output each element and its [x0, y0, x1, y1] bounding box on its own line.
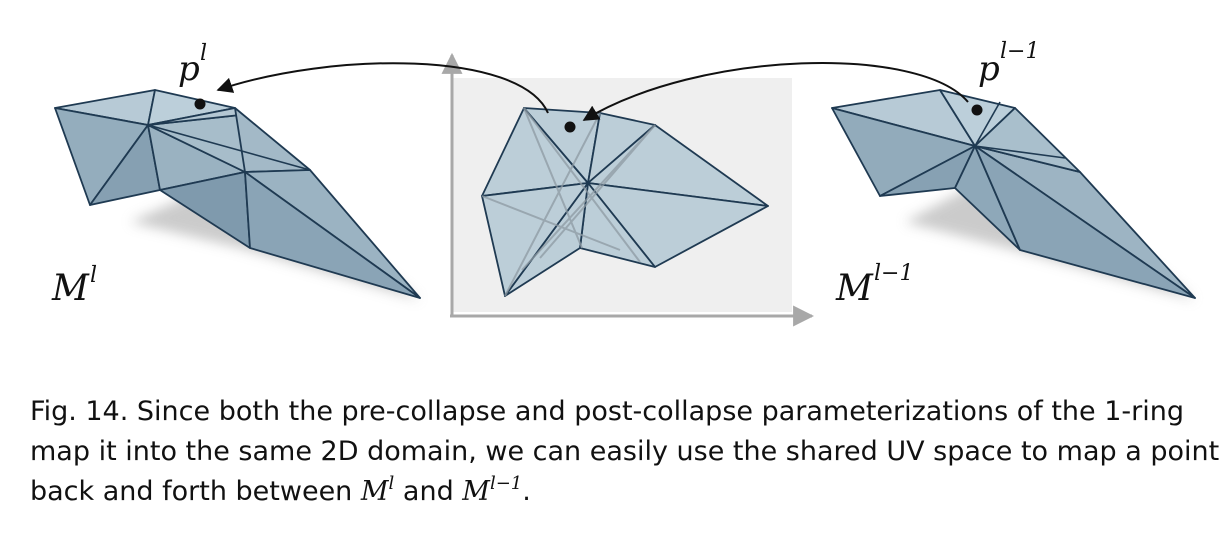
- right-mesh-sup: l−1: [874, 261, 913, 286]
- left-point: [194, 98, 206, 110]
- caption-math-m1: Ml: [360, 473, 395, 508]
- right-point-sup: l−1: [1000, 39, 1039, 64]
- right-mesh-label: M: [835, 268, 874, 309]
- right-point: [971, 104, 983, 116]
- uv-domain: [441, 52, 815, 327]
- left-mesh-label: M: [51, 268, 90, 309]
- uv-point: [564, 121, 576, 133]
- caption-prefix: Fig. 14.: [30, 396, 129, 427]
- right-mesh: p l−1 M l−1: [831, 39, 1196, 309]
- arrow-right-to-uv: [582, 62, 969, 121]
- figure-caption: Fig. 14. Since both the pre-collapse and…: [30, 392, 1220, 512]
- right-point-label: p: [978, 49, 1000, 89]
- figure-illustration: p l M l: [51, 39, 1196, 327]
- left-mesh-sup: l: [90, 263, 97, 288]
- left-point-sup: l: [200, 41, 207, 66]
- caption-end: .: [522, 476, 531, 507]
- caption-math-m2: Ml−1: [462, 473, 523, 508]
- left-point-label: p: [178, 49, 200, 89]
- caption-and: and: [402, 476, 454, 507]
- arrow-uv-to-left: [216, 62, 549, 114]
- left-mesh: p l M l: [51, 41, 421, 309]
- caption-text: Since both the pre-collapse and post-col…: [30, 396, 1220, 507]
